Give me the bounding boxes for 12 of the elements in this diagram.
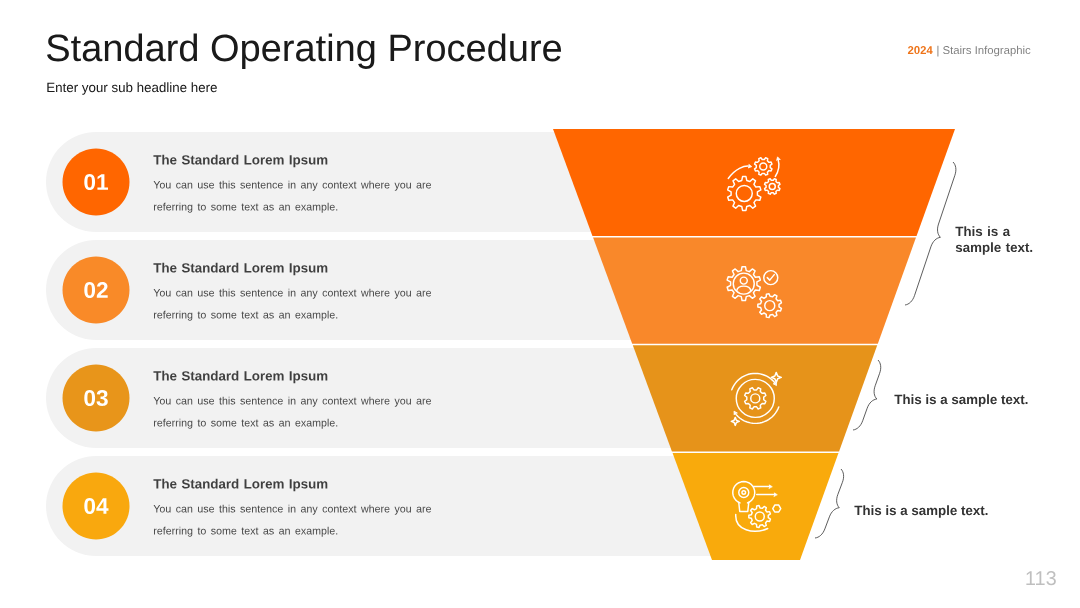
year-label: 2024: [907, 46, 933, 55]
brace-label: This is a sample text.: [894, 394, 1028, 407]
brace-label: This is a sample text.: [955, 226, 1033, 255]
funnel-segment: [593, 237, 916, 344]
funnel-segment: [632, 345, 878, 452]
funnel-segment: [672, 453, 839, 560]
funnel-segment: [553, 129, 955, 236]
subtitle: Enter your sub headline here: [47, 82, 217, 95]
page-number: 113: [1026, 571, 1056, 586]
header-text: | Stairs Infographic: [937, 45, 1031, 57]
brace-label: This is a sample text.: [854, 505, 988, 518]
title: Standard Operating Procedure: [47, 33, 562, 69]
